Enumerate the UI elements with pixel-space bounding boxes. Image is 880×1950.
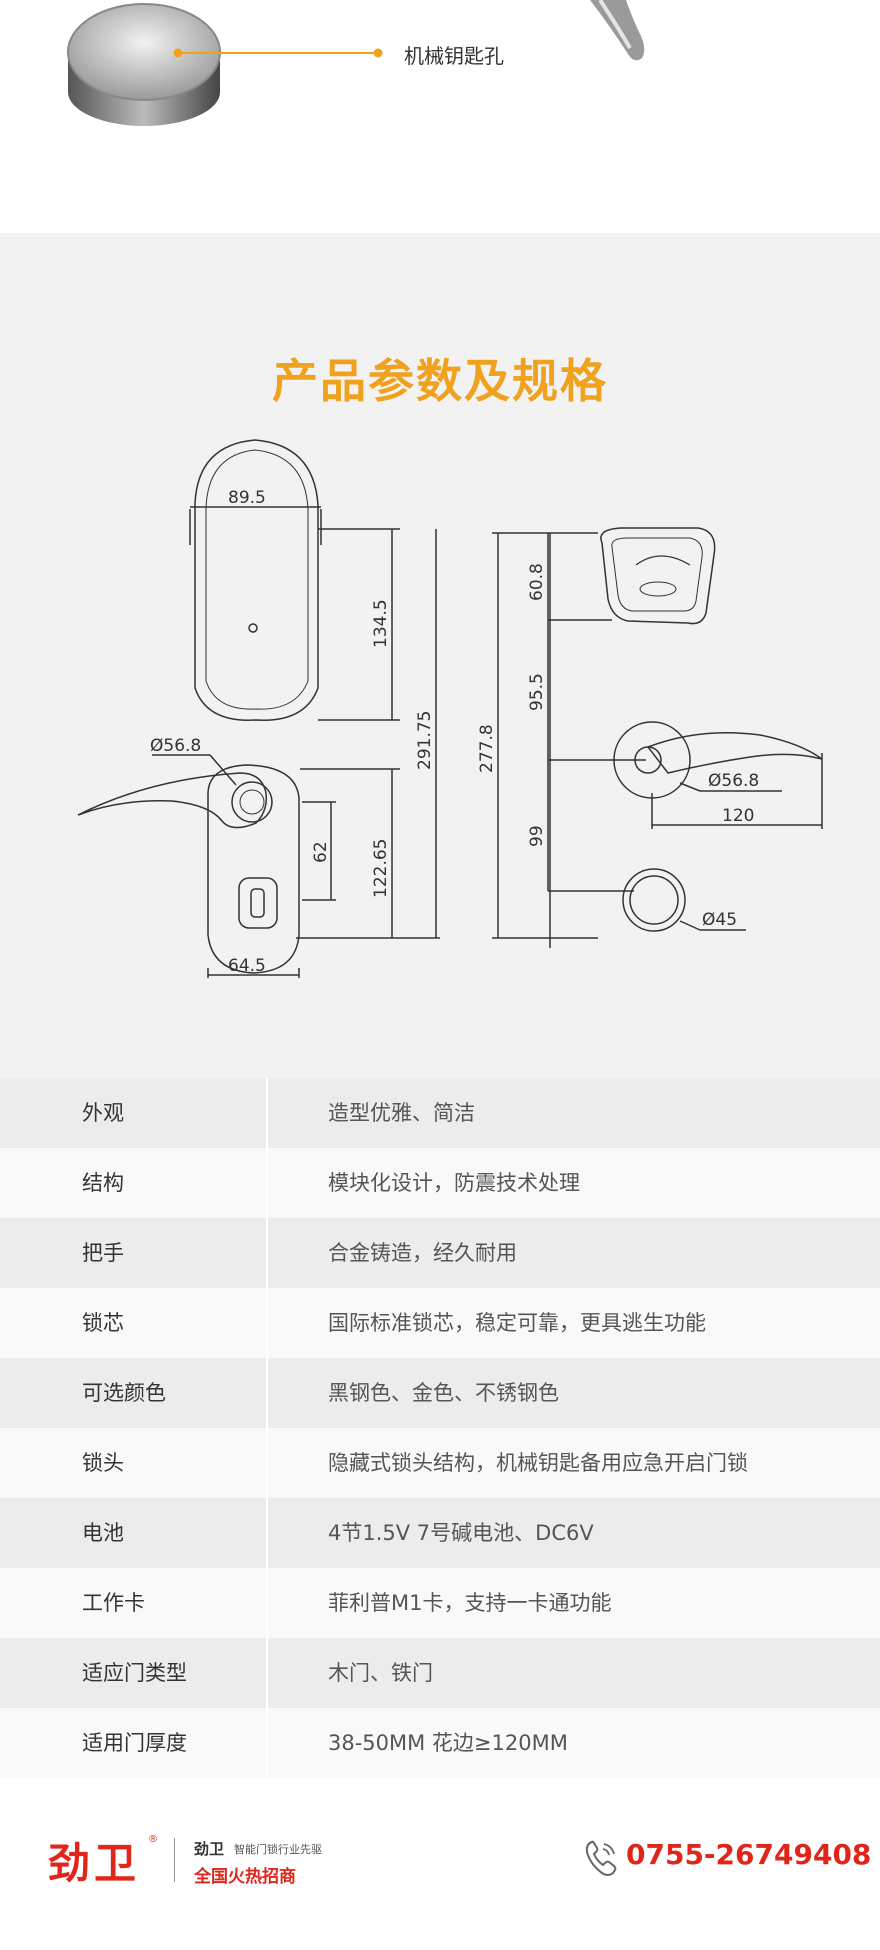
row-divider: [266, 1498, 268, 1568]
side-reader: [600, 527, 716, 625]
dim-cylinder-offset: 62: [311, 841, 331, 863]
phone-icon: [585, 1840, 617, 1876]
handle-tip-image: [590, 0, 645, 61]
dim-panel-height: 134.5: [371, 599, 391, 648]
row-divider: [266, 1078, 268, 1148]
spec-table: 外观 造型优雅、简洁结构 模块化设计，防震技术处理把手 合金铸造，经久耐用锁芯 国际标准…: [0, 1078, 880, 1778]
brand-logo: 劲卫: [48, 1839, 141, 1888]
spec-value: 模块化设计，防震技术处理: [328, 1171, 580, 1195]
table-row: 锁头 隐藏式锁头结构，机械钥匙备用应急开启门锁: [0, 1428, 880, 1498]
table-row: 结构 模块化设计，防震技术处理: [0, 1148, 880, 1218]
section-title: 产品参数及规格: [272, 354, 608, 408]
key-hole-label: 机械钥匙孔: [404, 44, 504, 68]
side-cylinder: [622, 868, 686, 932]
spec-key: 工作卡: [82, 1591, 145, 1615]
dim-total-height: 291.75: [415, 711, 435, 770]
spec-key: 把手: [82, 1241, 124, 1265]
spec-value: 合金铸造，经久耐用: [328, 1241, 517, 1265]
spec-key: 适用门厚度: [82, 1731, 187, 1755]
dim-handle-dia: Ø56.8: [150, 736, 201, 756]
spec-key: 锁头: [82, 1451, 124, 1475]
spec-key: 适应门类型: [82, 1661, 187, 1685]
spec-value: 38-50MM 花边≥120MM: [328, 1731, 568, 1755]
feature-section: 机械钥匙孔: [0, 0, 880, 233]
dim-lower-height: 122.65: [371, 839, 391, 898]
table-row: 外观 造型优雅、简洁: [0, 1078, 880, 1148]
front-upper-panel: [194, 439, 319, 721]
spec-value: 4节1.5V 7号碱电池、DC6V: [328, 1521, 594, 1545]
spec-key: 外观: [82, 1101, 124, 1125]
recruitment-text: 全国火热招商: [194, 1867, 296, 1887]
footer-divider: [174, 1838, 175, 1882]
dim-reader-to-handle: 95.5: [527, 673, 547, 711]
table-row: 可选颜色 黑钢色、金色、不锈钢色: [0, 1358, 880, 1428]
front-lever: [77, 772, 268, 829]
table-row: 电池 4节1.5V 7号碱电池、DC6V: [0, 1498, 880, 1568]
spec-value: 菲利普M1卡，支持一卡通功能: [328, 1591, 612, 1615]
row-divider: [266, 1358, 268, 1428]
row-divider: [266, 1218, 268, 1288]
row-divider: [266, 1568, 268, 1638]
registered-mark: ®: [148, 1834, 158, 1845]
dim-reader-height: 60.8: [527, 563, 547, 601]
dim-side-handle-dia: Ø56.8: [708, 771, 759, 791]
row-divider: [266, 1428, 268, 1498]
dim-side-height: 277.8: [477, 724, 497, 773]
dim-cylinder-dia: Ø45: [702, 910, 737, 930]
spec-value: 隐藏式锁头结构，机械钥匙备用应急开启门锁: [328, 1451, 748, 1475]
table-row: 把手 合金铸造，经久耐用: [0, 1218, 880, 1288]
row-divider: [266, 1638, 268, 1708]
table-row: 适应门类型 木门、铁门: [0, 1638, 880, 1708]
table-row: 锁芯 国际标准锁芯，稳定可靠，更具逃生功能: [0, 1288, 880, 1358]
front-lower-escutcheon: [207, 764, 300, 974]
table-row: 适用门厚度 38-50MM 花边≥120MM: [0, 1708, 880, 1778]
dim-lower-width: 64.5: [228, 956, 266, 976]
footer: 劲卫 ® 劲卫 智能门锁行业先驱 全国火热招商 0755-26749408: [0, 1778, 880, 1950]
side-lever: [646, 731, 823, 774]
row-divider: [266, 1148, 268, 1218]
spec-value: 国际标准锁芯，稳定可靠，更具逃生功能: [328, 1311, 706, 1335]
spec-key: 结构: [82, 1171, 124, 1195]
spec-value: 造型优雅、简洁: [328, 1101, 475, 1125]
spec-key: 电池: [82, 1521, 124, 1545]
phone-number[interactable]: 0755-26749408: [626, 1838, 872, 1871]
brand-slogan: 智能门锁行业先驱: [234, 1843, 322, 1856]
key-cylinder-image: [67, 3, 221, 126]
dimension-drawing: 89.5 134.5 291.75 Ø56.8 62 122.65 64.5 2…: [77, 439, 823, 978]
spec-key: 可选颜色: [82, 1381, 166, 1405]
table-row: 工作卡 菲利普M1卡，支持一卡通功能: [0, 1568, 880, 1638]
spec-section: 产品参数及规格: [0, 233, 880, 1078]
row-divider: [266, 1708, 268, 1778]
row-divider: [266, 1288, 268, 1358]
spec-value: 黑钢色、金色、不锈钢色: [328, 1381, 559, 1405]
dim-handle-to-cylinder: 99: [527, 825, 547, 847]
callout-line: [173, 48, 383, 58]
spec-key: 锁芯: [82, 1311, 124, 1335]
brand-name: 劲卫: [194, 1840, 225, 1858]
dim-top-width: 89.5: [228, 488, 266, 508]
dim-lever-length: 120: [722, 806, 754, 826]
spec-value: 木门、铁门: [328, 1661, 433, 1685]
